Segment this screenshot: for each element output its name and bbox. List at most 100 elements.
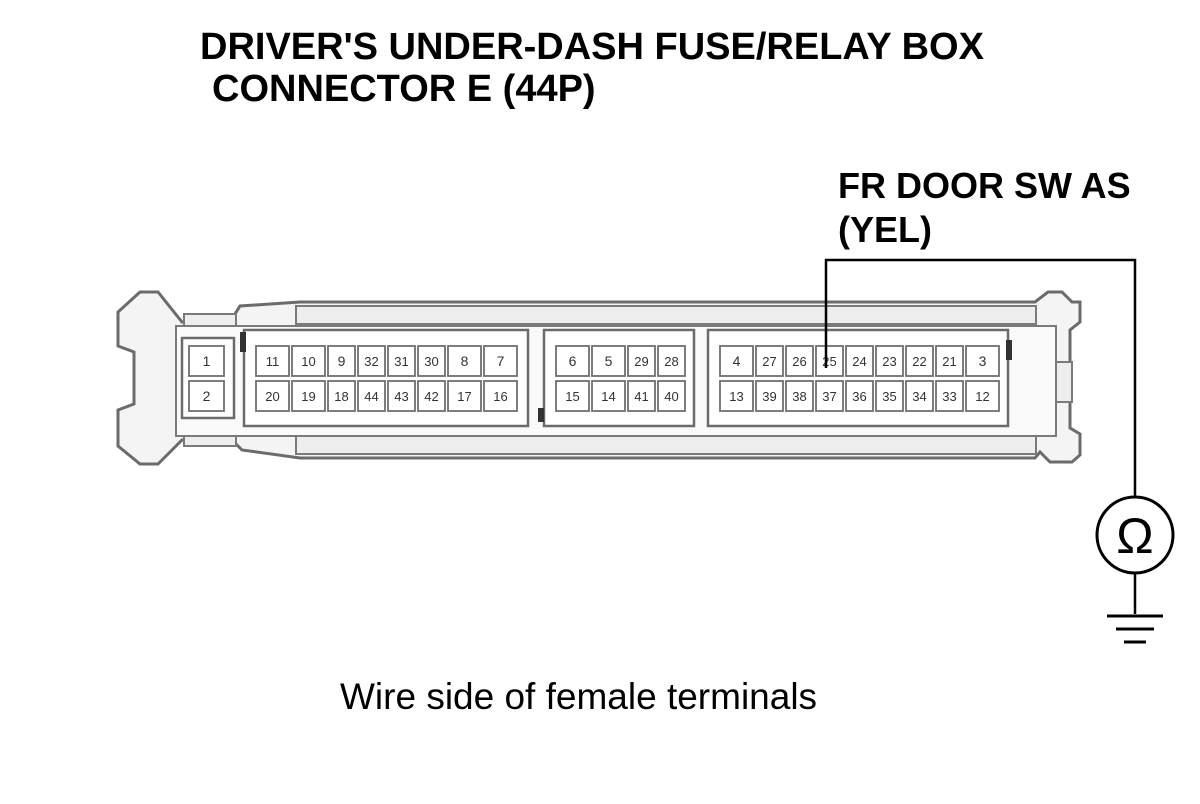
terminal-cavity-6	[555, 345, 590, 377]
terminal-cavity-35	[875, 380, 904, 412]
terminal-number-22: 22	[912, 354, 926, 369]
terminal-number-1: 1	[203, 353, 211, 369]
terminal-cavity-28	[657, 345, 686, 377]
terminal-cavity-34	[905, 380, 934, 412]
diagram-caption: Wire side of female terminals	[340, 676, 818, 717]
terminal-cavity-4	[719, 345, 754, 377]
terminal-number-16: 16	[493, 389, 507, 404]
connector-top-rail	[295, 305, 1037, 325]
terminal-cavity-32	[357, 345, 386, 377]
terminal-cavity-40	[657, 380, 686, 412]
terminal-cavity-31	[387, 345, 416, 377]
terminal-cavity-3	[965, 345, 1000, 377]
terminal-number-43: 43	[394, 389, 408, 404]
terminal-number-13: 13	[729, 389, 743, 404]
terminal-cavity-18	[327, 380, 356, 412]
terminal-number-4: 4	[733, 353, 741, 369]
terminal-number-40: 40	[664, 389, 678, 404]
terminal-cavity-2	[188, 380, 225, 412]
terminal-number-31: 31	[394, 354, 408, 369]
terminal-number-44: 44	[364, 389, 378, 404]
terminal-cavity-30	[417, 345, 446, 377]
terminal-cavity-8	[447, 345, 482, 377]
terminal-cavity-19	[291, 380, 326, 412]
terminal-number-7: 7	[497, 353, 505, 369]
terminal-number-5: 5	[605, 353, 613, 369]
terminal-cavity-24	[845, 345, 874, 377]
terminal-number-11: 11	[266, 354, 280, 369]
terminal-cavity-27	[755, 345, 784, 377]
terminal-cavity-36	[845, 380, 874, 412]
terminal-number-34: 34	[912, 389, 926, 404]
terminal-number-35: 35	[882, 389, 896, 404]
probe-wire	[824, 258, 1137, 496]
ground-icon	[1107, 614, 1163, 644]
terminal-cavity-44	[357, 380, 386, 412]
terminal-cavity-39	[755, 380, 784, 412]
terminal-cavity-9	[327, 345, 356, 377]
polarizing-key-left	[240, 332, 246, 352]
terminal-number-28: 28	[664, 354, 678, 369]
terminal-number-19: 19	[301, 389, 315, 404]
terminal-cavity-29	[627, 345, 656, 377]
terminal-number-3: 3	[979, 353, 987, 369]
terminal-number-8: 8	[461, 353, 469, 369]
terminal-cavity-21	[935, 345, 964, 377]
terminal-cavity-14	[591, 380, 626, 412]
terminal-cavity-10	[291, 345, 326, 377]
terminal-number-36: 36	[852, 389, 866, 404]
connector-bottom-rail	[295, 435, 1037, 455]
terminal-number-27: 27	[762, 354, 776, 369]
diagram-title-line-2: CONNECTOR E (44P)	[212, 68, 596, 110]
terminal-number-37: 37	[822, 389, 836, 404]
terminal-number-12: 12	[975, 389, 989, 404]
terminal-number-26: 26	[792, 354, 806, 369]
terminal-number-42: 42	[424, 389, 438, 404]
terminal-cavity-15	[555, 380, 590, 412]
terminal-number-14: 14	[601, 389, 615, 404]
terminal-number-21: 21	[942, 354, 956, 369]
terminal-cavity-5	[591, 345, 626, 377]
terminal-cavity-41	[627, 380, 656, 412]
terminal-cavity-26	[785, 345, 814, 377]
terminal-cavity-20	[255, 380, 290, 412]
terminal-number-6: 6	[569, 353, 577, 369]
terminal-cavity-11	[255, 345, 290, 377]
wire-label-name: FR DOOR SW AS	[838, 165, 1131, 206]
terminal-cavity-37	[815, 380, 844, 412]
terminal-number-29: 29	[634, 354, 648, 369]
terminal-cavity-13	[719, 380, 754, 412]
polarizing-key-mid	[538, 408, 544, 422]
terminal-cavity-33	[935, 380, 964, 412]
connector-left-tab-bottom	[183, 435, 237, 447]
terminal-cavity-43	[387, 380, 416, 412]
terminal-cavity-12	[965, 380, 1000, 412]
terminal-number-38: 38	[792, 389, 806, 404]
diagram-title-line-1: DRIVER'S UNDER-DASH FUSE/RELAY BOX	[200, 26, 984, 68]
terminal-number-33: 33	[942, 389, 956, 404]
wire-label-color: (YEL)	[838, 209, 932, 250]
terminal-number-10: 10	[301, 354, 315, 369]
terminal-cavity-22	[905, 345, 934, 377]
terminal-cavity-23	[875, 345, 904, 377]
terminal-number-2: 2	[203, 388, 211, 404]
terminal-cavity-17	[447, 380, 482, 412]
terminal-number-9: 9	[338, 353, 346, 369]
terminal-number-25: 25	[822, 354, 836, 369]
terminal-number-17: 17	[457, 389, 471, 404]
terminal-number-32: 32	[364, 354, 378, 369]
terminal-number-39: 39	[762, 389, 776, 404]
terminal-number-23: 23	[882, 354, 896, 369]
ohm-glyph: Ω	[1116, 508, 1153, 564]
terminal-number-18: 18	[334, 389, 348, 404]
terminal-number-24: 24	[852, 354, 866, 369]
terminal-cavity-38	[785, 380, 814, 412]
terminal-number-41: 41	[634, 389, 648, 404]
terminal-cavity-42	[417, 380, 446, 412]
terminal-number-20: 20	[265, 389, 279, 404]
terminal-number-15: 15	[565, 389, 579, 404]
terminal-number-30: 30	[424, 354, 438, 369]
polarizing-key-right	[1006, 340, 1012, 360]
